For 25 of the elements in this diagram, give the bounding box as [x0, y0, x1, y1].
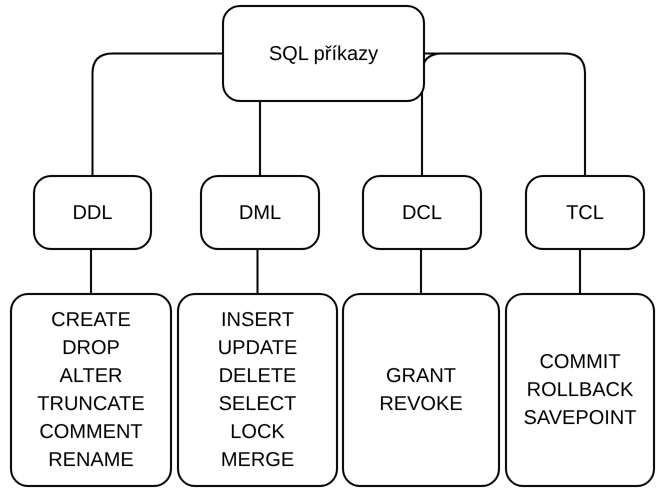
command-list: INSERT UPDATE DELETE SELECT LOCK MERGE: [218, 306, 298, 474]
category-box: [33, 175, 152, 250]
command-list-box: [505, 293, 655, 487]
node-label: SQL příkazy: [268, 42, 378, 66]
category-box: [525, 175, 645, 250]
category-box: [362, 175, 482, 250]
command-list: CREATE DROP ALTER TRUNCATE COMMENT RENAME: [37, 306, 145, 474]
command-list: COMMIT ROLLBACK SAVEPOINT: [524, 348, 636, 432]
connector-line: [420, 250, 422, 293]
command-list-box: [177, 293, 338, 487]
node-label: DCL: [402, 200, 442, 226]
connector-line: [579, 250, 581, 293]
connector-line: [92, 52, 222, 175]
node-label: DML: [238, 200, 282, 226]
connector-line: [256, 250, 258, 293]
node-label: TCL: [566, 200, 604, 226]
connector-line: [90, 250, 92, 293]
command-list-box: [342, 293, 500, 487]
command-list-box: [10, 293, 172, 487]
connector-line: [425, 52, 586, 175]
command-list: GRANT REVOKE: [379, 362, 463, 418]
node-label: DDL: [72, 200, 112, 226]
category-box: [200, 175, 320, 250]
connector-line: [259, 102, 261, 175]
root-box: [222, 5, 425, 102]
